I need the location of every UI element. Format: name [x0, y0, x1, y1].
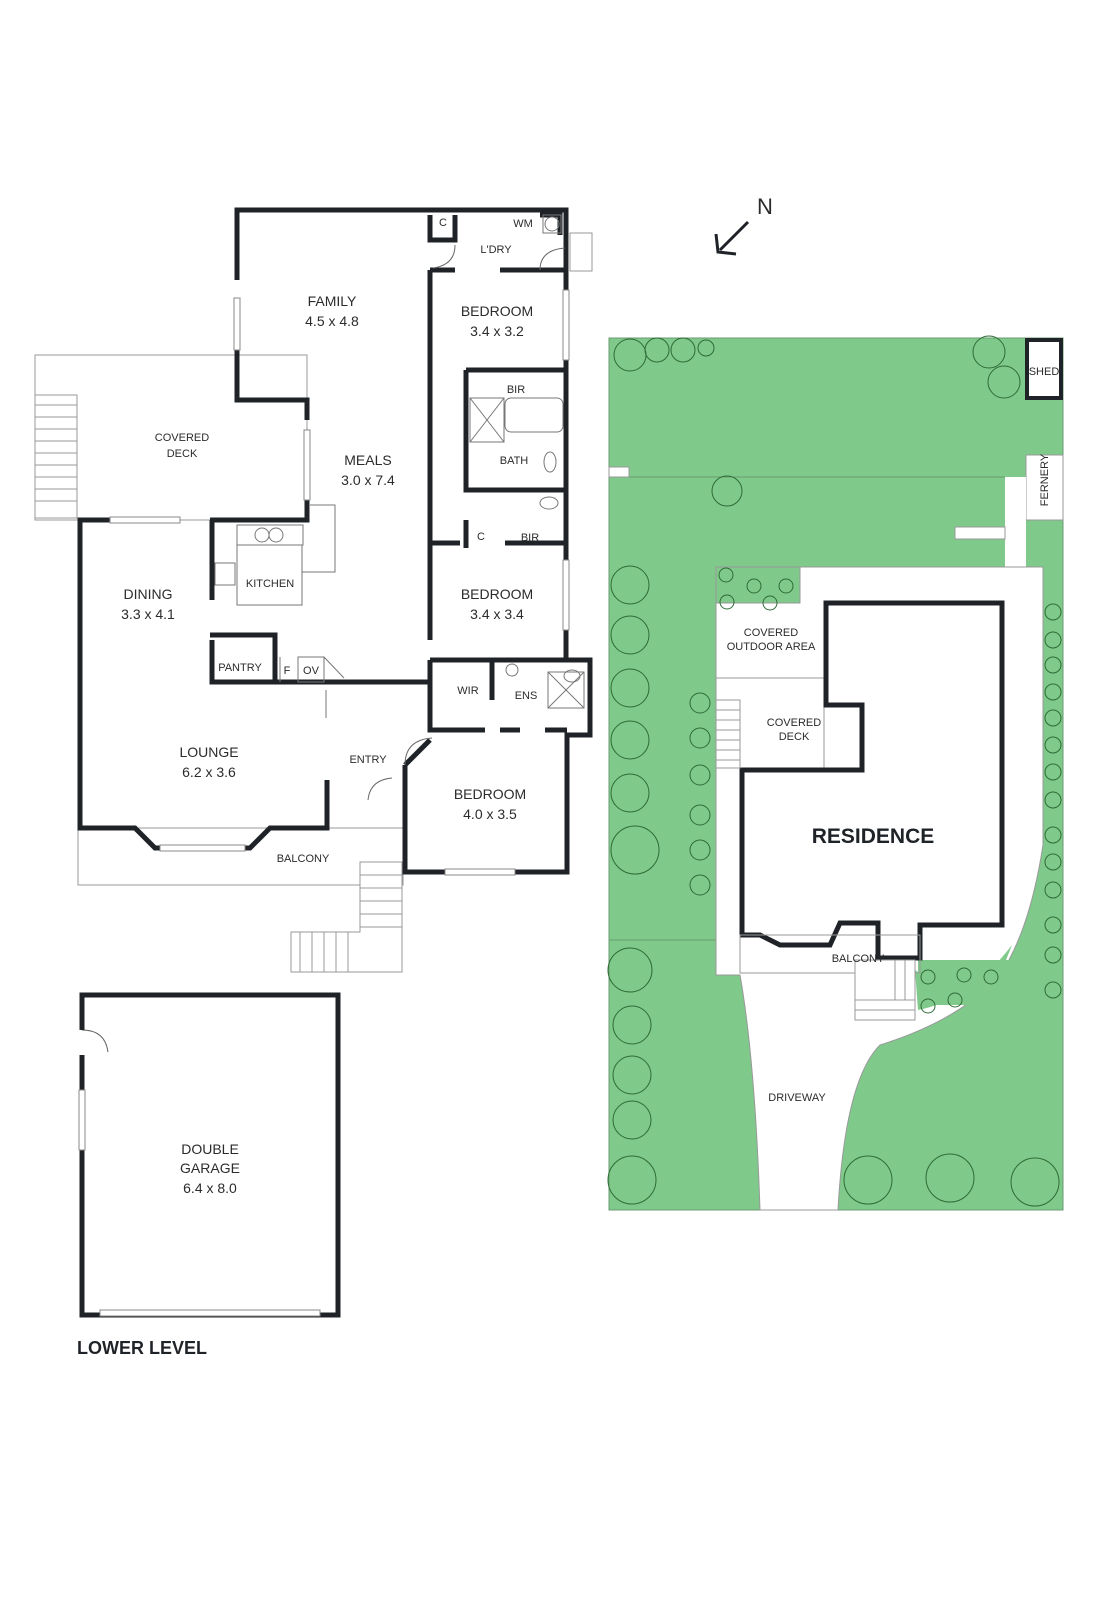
entry-label: ENTRY [349, 754, 387, 766]
fernery-label: FERNERY [1039, 453, 1051, 506]
shed [1025, 338, 1063, 400]
driveway-label: DRIVEWAY [768, 1092, 826, 1104]
family-label: FAMILY [308, 293, 357, 309]
dining-size: 3.3 x 4.1 [121, 606, 175, 622]
residence-label: RESIDENCE [812, 825, 935, 848]
balcony-label: BALCONY [277, 853, 330, 865]
lounge-size: 6.2 x 3.6 [182, 764, 236, 780]
lower-level-plan [34, 207, 593, 1318]
covered-deck-label: COVERED [155, 432, 209, 444]
bedroom-1-label: BEDROOM [461, 303, 533, 319]
meals-label: MEALS [344, 452, 391, 468]
bedroom-2-label: BEDROOM [461, 586, 533, 602]
garage-label: DOUBLE [181, 1141, 239, 1157]
bir-1-label: BIR [507, 384, 525, 396]
wir-label: WIR [457, 685, 478, 697]
laundry-label: L'DRY [480, 244, 512, 256]
bir-2-label: BIR [521, 532, 539, 544]
oven-label: OV [303, 665, 320, 677]
dining-label: DINING [124, 586, 173, 602]
room-labels: FAMILY 4.5 x 4.8 COVERED DECK MEALS 3.0 … [77, 217, 539, 1358]
bedroom-3-label: BEDROOM [454, 786, 526, 802]
cupboard-2-label: C [477, 531, 485, 543]
covered-deck [34, 354, 308, 521]
ensuite-label: ENS [515, 690, 538, 702]
north-label: N [757, 194, 773, 219]
bedroom-2-size: 3.4 x 3.4 [470, 606, 524, 622]
residence-outline [739, 600, 1005, 961]
trees [607, 335, 1062, 1207]
level-label: LOWER LEVEL [77, 1338, 207, 1358]
site-covered-deck-label: COVERED [767, 717, 821, 729]
family-size: 4.5 x 4.8 [305, 313, 359, 329]
garage-size: 6.4 x 8.0 [183, 1180, 237, 1196]
garage-walls [79, 992, 341, 1318]
covered-outdoor-area-label: COVERED [744, 627, 798, 639]
meals-size: 3.0 x 7.4 [341, 472, 395, 488]
fridge-label: F [284, 665, 291, 677]
washing-machine-label: WM [513, 218, 533, 230]
garage-label-2: GARAGE [180, 1160, 240, 1176]
covered-outdoor-area-label-2: OUTDOOR AREA [727, 641, 816, 653]
bath-label: BATH [500, 455, 529, 467]
bedroom-3-size: 4.0 x 3.5 [463, 806, 517, 822]
pantry-label: PANTRY [218, 662, 262, 674]
site-plan: SHED FERNERY COVERED OUTDOOR AREA COVERE… [607, 335, 1064, 1211]
kitchen-label: KITCHEN [246, 578, 294, 590]
fernery [1025, 454, 1064, 521]
bedroom-1-size: 3.4 x 3.2 [470, 323, 524, 339]
north-arrow: N [714, 194, 773, 256]
balcony [77, 827, 404, 886]
site-covered-deck-label-2: DECK [779, 731, 810, 743]
covered-deck-label-2: DECK [167, 448, 198, 460]
shed-label: SHED [1029, 366, 1060, 378]
lounge-label: LOUNGE [179, 744, 238, 760]
site-balcony-label: BALCONY [832, 953, 885, 965]
cupboard-label: C [439, 217, 447, 229]
